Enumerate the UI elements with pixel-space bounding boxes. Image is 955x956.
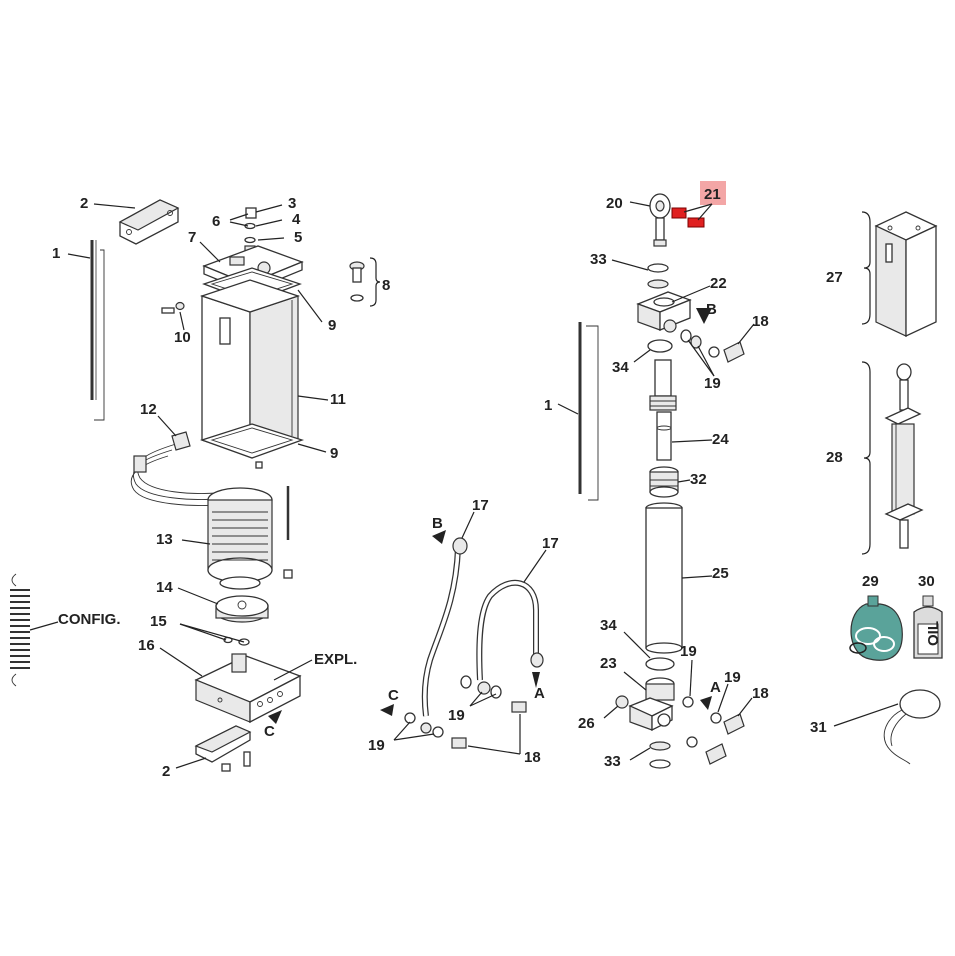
- label-26: 26: [578, 715, 595, 732]
- label-19-bottom-left: 19: [368, 737, 385, 754]
- arrow-c-left: C: [264, 723, 275, 740]
- label-27: 27: [826, 269, 843, 286]
- arrow-a-left: A: [534, 685, 545, 702]
- label-19-right-2: 19: [724, 669, 741, 686]
- label-13: 13: [156, 531, 173, 548]
- label-8: 8: [382, 277, 390, 294]
- label-18-top: 18: [752, 313, 769, 330]
- label-28: 28: [826, 449, 843, 466]
- label-23: 23: [600, 655, 617, 672]
- part-10-screw[interactable]: [161, 301, 185, 314]
- part-33-seal-bottom[interactable]: [649, 741, 671, 769]
- label-33-bottom: 33: [604, 753, 621, 770]
- label-4: 4: [292, 211, 301, 228]
- part-26-plug[interactable]: [615, 695, 629, 709]
- part-14-pump-plate[interactable]: [215, 595, 269, 623]
- label-20: 20: [606, 195, 623, 212]
- label-17-right: 17: [542, 535, 559, 552]
- label-config: CONFIG.: [58, 611, 121, 628]
- part-17-hose-right[interactable]: [476, 579, 544, 681]
- label-2-bottom: 2: [162, 763, 170, 780]
- arrow-a-right: A: [710, 679, 721, 696]
- label-2-top: 2: [80, 195, 88, 212]
- label-9-bottom: 9: [330, 445, 338, 462]
- part-18-middle-bolts[interactable]: [451, 701, 527, 749]
- highlight-box-21: [700, 181, 726, 205]
- part-piston-rod[interactable]: [649, 359, 677, 411]
- arrow-b-right: B: [706, 301, 717, 318]
- label-25: 25: [712, 565, 729, 582]
- part-33-seal-top[interactable]: [647, 263, 669, 289]
- part-17-hose-left[interactable]: [421, 537, 468, 717]
- label-22: 22: [710, 275, 727, 292]
- label-19-middle: 19: [448, 707, 465, 724]
- part-30-oil-bottle[interactable]: [913, 595, 943, 659]
- part-24-inner-tube[interactable]: [656, 411, 672, 461]
- part-21-highlighted-fitting[interactable]: [671, 207, 705, 228]
- part-27-power-unit[interactable]: [861, 211, 938, 338]
- part-16-valve-block[interactable]: [194, 653, 302, 724]
- oil-label: OIL: [925, 621, 942, 646]
- label-19-right-1: 19: [680, 643, 697, 660]
- label-34-top: 34: [612, 359, 629, 376]
- part-2-bracket-top[interactable]: [118, 199, 180, 245]
- part-20-rod-eye[interactable]: [649, 193, 671, 247]
- label-19-top: 19: [704, 375, 721, 392]
- label-16: 16: [138, 637, 155, 654]
- part-19-washers-top[interactable]: [680, 329, 720, 358]
- part-25-outer-cylinder[interactable]: [645, 502, 683, 654]
- part-1-rod-left[interactable]: [90, 240, 105, 421]
- part-12-hose-wires[interactable]: [130, 431, 235, 506]
- arrow-b-left: B: [432, 515, 443, 532]
- label-15: 15: [150, 613, 167, 630]
- arrow-c-middle: C: [388, 687, 399, 704]
- part-29-parts-bag[interactable]: [849, 595, 903, 661]
- part-18-bolts-bottom[interactable]: [705, 713, 745, 765]
- part-34-oring-top[interactable]: [647, 339, 673, 353]
- part-13-motor[interactable]: [207, 486, 293, 590]
- spring-config[interactable]: [10, 573, 30, 687]
- label-14: 14: [156, 579, 173, 596]
- part-2-bracket-bottom[interactable]: [194, 725, 252, 772]
- part-19-washers-bottom[interactable]: [682, 696, 722, 748]
- part-8-bolt-set[interactable]: [349, 257, 381, 307]
- label-34-bottom: 34: [600, 617, 617, 634]
- part-15-seals[interactable]: [223, 636, 250, 646]
- part-34-oring-bottom[interactable]: [645, 657, 675, 671]
- label-11: 11: [330, 391, 346, 408]
- label-18-middle: 18: [524, 749, 541, 766]
- label-1-left: 1: [52, 245, 60, 262]
- label-7: 7: [188, 229, 196, 246]
- label-12: 12: [140, 401, 157, 418]
- label-31: 31: [810, 719, 827, 736]
- label-24: 24: [712, 431, 729, 448]
- label-29: 29: [862, 573, 879, 590]
- label-18-bottom: 18: [752, 685, 769, 702]
- label-21: 21: [704, 186, 721, 203]
- label-32: 32: [690, 471, 707, 488]
- label-33-top: 33: [590, 251, 607, 268]
- label-30: 30: [918, 573, 935, 590]
- label-5: 5: [294, 229, 302, 246]
- part-23-cylinder-base[interactable]: [628, 677, 675, 732]
- part-31-capacitor[interactable]: [883, 689, 941, 765]
- part-28-cylinder-assembly[interactable]: [861, 361, 924, 555]
- label-9-top: 9: [328, 317, 336, 334]
- part-32-seal-pack[interactable]: [649, 466, 679, 498]
- part-1-rod-right[interactable]: [578, 322, 599, 501]
- label-10: 10: [174, 329, 191, 346]
- label-expl: EXPL.: [314, 651, 357, 668]
- part-22-cylinder-head[interactable]: [636, 291, 692, 333]
- part-9-gasket-bottom[interactable]: [199, 423, 305, 459]
- label-3: 3: [288, 195, 296, 212]
- label-17-left: 17: [472, 497, 489, 514]
- part-18-bolt-top[interactable]: [723, 341, 745, 363]
- label-6: 6: [212, 213, 220, 230]
- label-1-right: 1: [544, 397, 552, 414]
